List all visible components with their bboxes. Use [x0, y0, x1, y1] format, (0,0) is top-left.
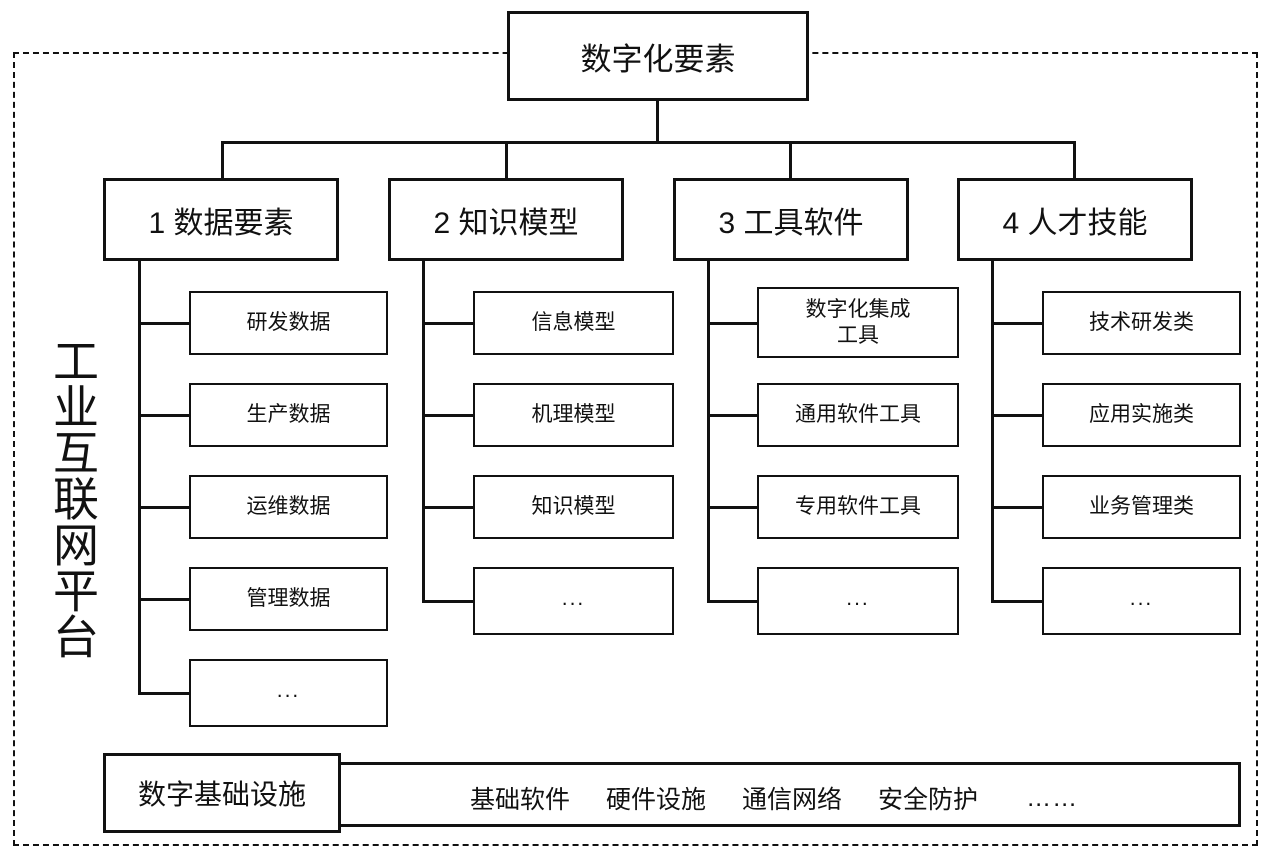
connector-trunk-col-1 — [138, 261, 141, 695]
infrastructure-label-box: 数字基础设施 — [103, 753, 341, 833]
connector-stub-1-3 — [138, 506, 189, 509]
connector-stub-3-2 — [707, 414, 758, 417]
leaf-node-1-4: 管理数据 — [189, 567, 388, 631]
leaf-node-2-3: 知识模型 — [473, 475, 674, 539]
connector-stub-1-2 — [138, 414, 189, 417]
connector-stub-3-1 — [707, 322, 758, 325]
leaf-node-1-3: 运维数据 — [189, 475, 388, 539]
connector-bus-to-col-1 — [221, 141, 224, 179]
leaf-node-2-1: 信息模型 — [473, 291, 674, 355]
connector-bus-to-col-4 — [1073, 141, 1076, 179]
platform-vertical-label: 工业互联网平台 — [47, 337, 99, 659]
connector-bus-to-col-3 — [789, 141, 792, 179]
connector-trunk-col-2 — [422, 261, 425, 603]
leaf-node-4-1: 技术研发类 — [1042, 291, 1241, 355]
leaf-node-3-2: 通用软件工具 — [757, 383, 959, 447]
infrastructure-item-3: 通信网络 — [742, 786, 843, 814]
connector-trunk-col-4 — [991, 261, 994, 603]
infrastructure-item-list: 基础软件 硬件设施 通信网络 安全防护 …… — [470, 780, 1078, 816]
connector-stub-2-2 — [422, 414, 473, 417]
leaf-node-1-5: ... — [189, 659, 388, 727]
category-heading-4: 4 人才技能 — [957, 178, 1193, 261]
category-heading-1: 1 数据要素 — [103, 178, 339, 261]
infrastructure-item-more: …… — [1026, 783, 1079, 812]
connector-stub-2-4 — [422, 600, 473, 603]
leaf-node-4-3: 业务管理类 — [1042, 475, 1241, 539]
connector-stub-4-4 — [991, 600, 1042, 603]
leaf-node-3-3: 专用软件工具 — [757, 475, 959, 539]
infrastructure-item-4: 安全防护 — [878, 786, 979, 814]
connector-stub-2-1 — [422, 322, 473, 325]
connector-root-stem — [656, 100, 659, 143]
leaf-node-3-4: ... — [757, 567, 959, 635]
connector-stub-1-5 — [138, 692, 189, 695]
connector-stub-4-2 — [991, 414, 1042, 417]
connector-trunk-col-3 — [707, 261, 710, 603]
leaf-node-3-1: 数字化集成工具 — [757, 287, 959, 358]
category-heading-3: 3 工具软件 — [673, 178, 909, 261]
connector-bus — [221, 141, 1076, 144]
leaf-node-2-2: 机理模型 — [473, 383, 674, 447]
leaf-node-1-1: 研发数据 — [189, 291, 388, 355]
connector-stub-4-3 — [991, 506, 1042, 509]
connector-bus-to-col-2 — [505, 141, 508, 179]
category-heading-2: 2 知识模型 — [388, 178, 624, 261]
connector-stub-3-3 — [707, 506, 758, 509]
leaf-node-2-4: ... — [473, 567, 674, 635]
connector-stub-1-1 — [138, 322, 189, 325]
root-node-digital-elements: 数字化要素 — [507, 11, 809, 101]
connector-stub-2-3 — [422, 506, 473, 509]
connector-stub-3-4 — [707, 600, 758, 603]
leaf-node-4-4: ... — [1042, 567, 1241, 635]
leaf-node-4-2: 应用实施类 — [1042, 383, 1241, 447]
leaf-node-1-2: 生产数据 — [189, 383, 388, 447]
infrastructure-item-2: 硬件设施 — [606, 786, 707, 814]
connector-stub-4-1 — [991, 322, 1042, 325]
infrastructure-item-1: 基础软件 — [470, 786, 571, 814]
connector-stub-1-4 — [138, 598, 189, 601]
